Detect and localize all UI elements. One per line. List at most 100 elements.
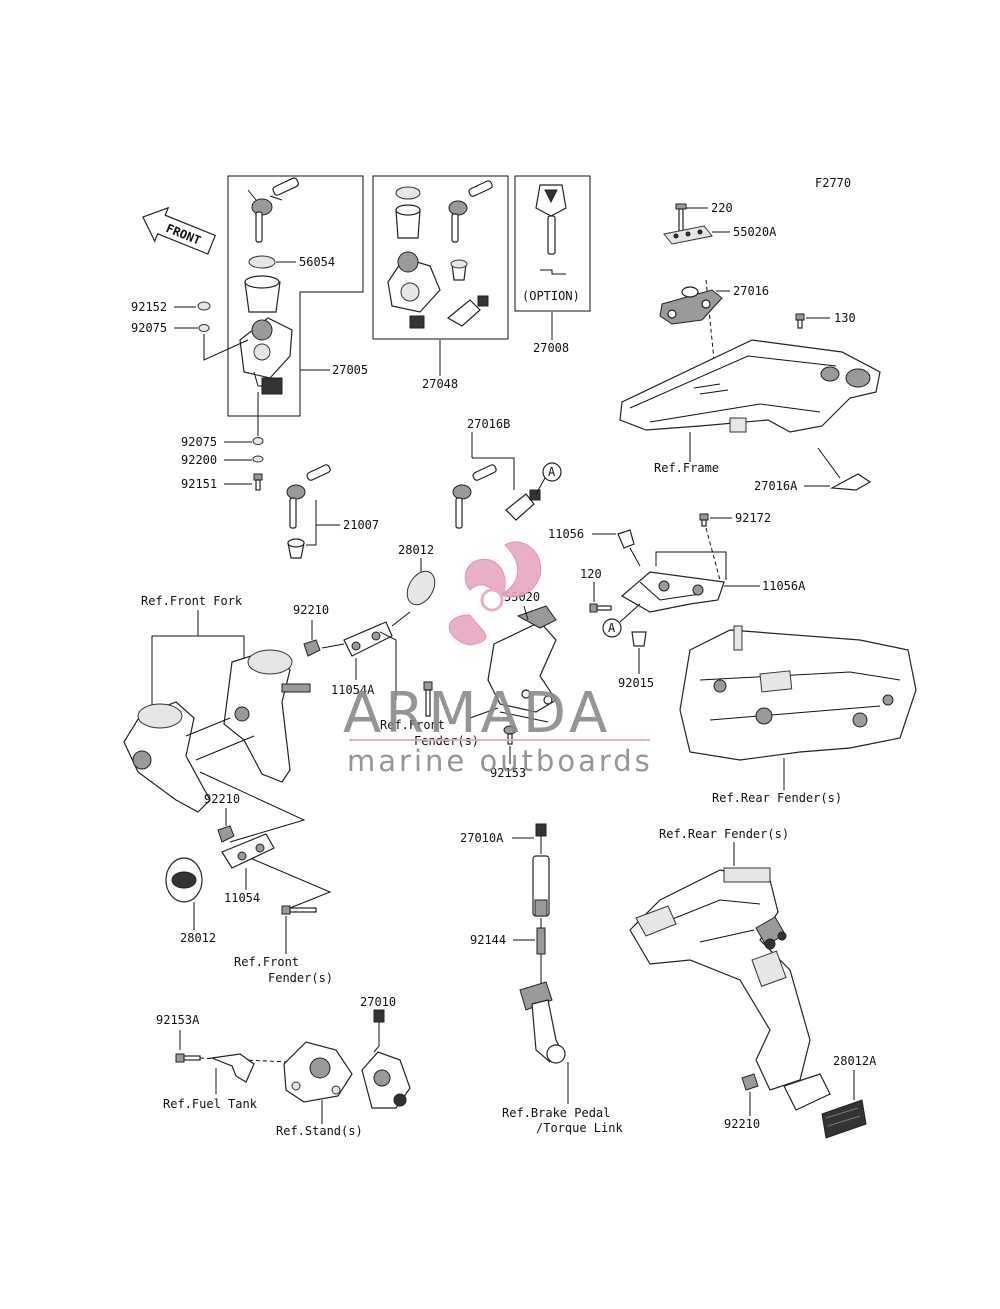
callout-27016A: 27016A <box>754 479 798 493</box>
rear-fender-2-icon <box>629 867 831 1111</box>
key-set-27016B-icon <box>452 464 497 529</box>
callout-11054: 11054 <box>224 891 260 905</box>
spring-92144-icon <box>536 918 546 986</box>
washer-icon <box>248 255 276 269</box>
ref-fuel-tank: Ref.Fuel Tank <box>163 1097 258 1111</box>
callout-21007: 21007 <box>343 518 379 532</box>
ref-brake-pedal-a: Ref.Brake Pedal <box>502 1106 610 1120</box>
watermark-underline <box>349 739 650 741</box>
group-box-27005 <box>227 175 364 417</box>
damper-55020A-icon <box>663 225 713 245</box>
watermark-subtitle: marine outboards <box>347 744 653 778</box>
switch-27010A-icon <box>532 823 550 917</box>
callout-92210-rear: 92210 <box>724 1117 760 1131</box>
watermark-title: ARMADA <box>343 681 611 746</box>
callout-130: 130 <box>834 311 856 325</box>
option-label: (OPTION) <box>522 289 580 303</box>
callout-120: 120 <box>580 567 602 581</box>
key-set-icon <box>247 177 299 243</box>
callout-92172: 92172 <box>735 511 771 525</box>
callout-28012-lower: 28012 <box>180 931 216 945</box>
cover-28012-lower-icon <box>165 857 203 903</box>
callout-11056: 11056 <box>548 527 584 541</box>
callout-92015: 92015 <box>618 676 654 690</box>
callout-92144: 92144 <box>470 933 506 947</box>
nut-92210-top-icon <box>303 639 321 657</box>
callout-92200: 92200 <box>181 453 217 467</box>
bolt-92153A-icon <box>175 1053 201 1063</box>
callout-56054: 56054 <box>299 255 335 269</box>
cover-28012-top-icon <box>406 570 436 606</box>
bolt-front-fender-2-icon <box>281 905 317 915</box>
rear-fender-icon <box>679 625 917 761</box>
group-box-27008 <box>514 175 591 312</box>
collar-92015-icon <box>631 631 647 647</box>
callout-A-2: A <box>608 621 616 635</box>
callout-92075-bottom: 92075 <box>181 435 217 449</box>
callout-27016B: 27016B <box>467 417 510 431</box>
blank-key-icon <box>535 184 567 255</box>
callout-92151: 92151 <box>181 477 217 491</box>
callout-92075-top: 92075 <box>131 321 167 335</box>
ref-stand: Ref.Stand(s) <box>276 1124 363 1138</box>
washer-92200-icon <box>252 455 264 463</box>
stand-bracket-icon <box>283 1041 353 1103</box>
ref-front-fender-2a: Ref.Front <box>234 955 299 969</box>
ref-circle-A-1 <box>542 462 562 482</box>
nut-92210-lower-icon <box>217 825 235 843</box>
bolt-front-fender-1-icon <box>423 681 433 717</box>
bracket-11054-icon <box>221 833 275 869</box>
callout-92153A: 92153A <box>156 1013 200 1027</box>
frame-icon <box>619 339 881 433</box>
front-fork-icon <box>123 649 311 813</box>
cover-55020-icon <box>487 605 557 713</box>
seat-lock-icon <box>446 295 489 327</box>
bolt-92151-icon <box>253 473 263 491</box>
callout-92210-top: 92210 <box>293 603 329 617</box>
callout-92153: 92153 <box>490 766 526 780</box>
brake-pedal-icon <box>519 981 566 1064</box>
armada-logo: ARMADA marine outboards <box>343 541 653 778</box>
figure-code: F2770 <box>815 176 851 190</box>
switch-27010-icon <box>361 1009 411 1109</box>
callout-11054A: 11054A <box>331 683 375 697</box>
callout-27048: 27048 <box>422 377 458 391</box>
ignition-switch-2-icon <box>387 251 441 329</box>
nut-92210-rear-icon <box>741 1073 759 1091</box>
callout-55020A: 55020A <box>733 225 777 239</box>
bracket-27016A-icon <box>817 447 872 491</box>
callout-220: 220 <box>711 201 733 215</box>
bolt-120-icon <box>589 603 612 613</box>
callout-28012A: 28012A <box>833 1054 877 1068</box>
callout-11056A: 11056A <box>762 579 806 593</box>
ref-brake-pedal-b: /Torque Link <box>536 1121 623 1135</box>
group-box-27048 <box>372 175 509 340</box>
bracket-27016-icon <box>659 286 723 325</box>
ref-front-fender-1a: Ref.Front <box>380 718 445 732</box>
callout-92152: 92152 <box>131 300 167 314</box>
seat-lock-2-icon <box>505 489 541 521</box>
callout-27008: 27008 <box>533 341 569 355</box>
callout-28012-top: 28012 <box>398 543 434 557</box>
ref-rear-fender-1: Ref.Rear Fender(s) <box>712 791 842 805</box>
bracket-11054A-icon <box>343 621 393 657</box>
ignition-switch-icon <box>239 317 293 395</box>
bolt-130-icon <box>795 313 805 329</box>
propeller-logo-icon <box>448 541 542 646</box>
ref-rear-fender-2: Ref.Rear Fender(s) <box>659 827 789 841</box>
bracket-fuel-tank-icon <box>209 1053 255 1083</box>
bolt-220-icon <box>675 203 687 232</box>
key-set-21007-icon <box>286 464 331 529</box>
ref-front-fork: Ref.Front Fork <box>141 594 243 608</box>
callout-27005: 27005 <box>332 363 368 377</box>
callout-92210-lower: 92210 <box>204 792 240 806</box>
bolt-92172-icon <box>699 513 709 527</box>
ref-front-fender-2b: Fender(s) <box>268 971 333 985</box>
reflector-28012A-icon <box>821 1099 867 1139</box>
front-arrow-icon: FRONT <box>142 206 217 255</box>
ref-circle-A-2 <box>602 618 622 638</box>
washer-92075b-icon <box>252 437 264 445</box>
callout-27010A: 27010A <box>460 831 504 845</box>
